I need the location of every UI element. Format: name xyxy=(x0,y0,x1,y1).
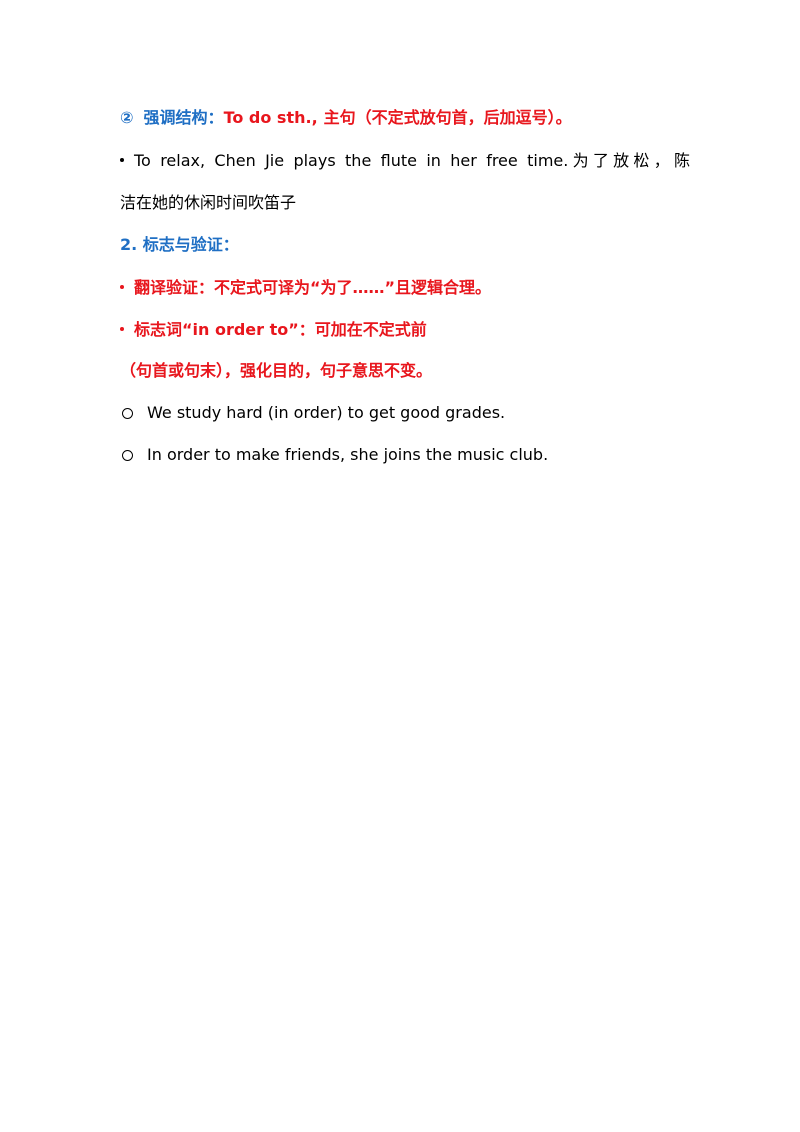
structure-rule: 主句（不定式放句首，后加逗号）。 xyxy=(323,108,572,127)
example-english: To relax, Chen Jie plays the flute in he… xyxy=(134,151,569,170)
structure-pattern: To do sth., xyxy=(223,108,318,127)
translation-verification-text: 翻译验证：不定式可译为“为了……”且逻辑合理。 xyxy=(134,278,492,297)
marker-word-continuation: （句首或句末），强化目的，句子意思不变。 xyxy=(120,361,433,380)
bullet-dot-icon xyxy=(120,157,124,162)
circle-bullet-icon xyxy=(122,450,133,461)
markers-verification-heading: 2. 标志与验证： xyxy=(120,235,239,254)
marker-word-text: 标志词“in order to”：可加在不定式前 xyxy=(134,320,427,339)
emphasis-structure-label: 强调结构： xyxy=(143,108,224,127)
bullet-dot-icon xyxy=(120,326,124,331)
bullet-dot-icon xyxy=(120,284,124,289)
example-chinese-part1: 为了放松，陈 xyxy=(568,151,690,170)
translation-verification-bullet: 翻译验证：不定式可译为“为了……”且逻辑合理。 xyxy=(120,276,690,300)
example-item: We study hard (in order) to get good gra… xyxy=(120,401,690,425)
example-item-text: In order to make friends, she joins the … xyxy=(147,445,549,464)
example-sentence-line-1: To relax, Chen Jie plays the flute in he… xyxy=(120,149,690,173)
marker-word-bullet: 标志词“in order to”：可加在不定式前 xyxy=(120,318,690,342)
circle-bullet-icon xyxy=(122,408,133,419)
example-item: In order to make friends, she joins the … xyxy=(120,443,690,467)
example-chinese-part2: 洁在她的休闲时间吹笛子 xyxy=(120,193,297,212)
emphasis-structure-heading: ② 强调结构：To do sth., 主句（不定式放句首，后加逗号）。 xyxy=(120,106,690,130)
example-sentence-line-2: 洁在她的休闲时间吹笛子 xyxy=(120,191,690,215)
example-item-text: We study hard (in order) to get good gra… xyxy=(147,403,506,422)
circled-number-two: ② xyxy=(120,108,134,127)
